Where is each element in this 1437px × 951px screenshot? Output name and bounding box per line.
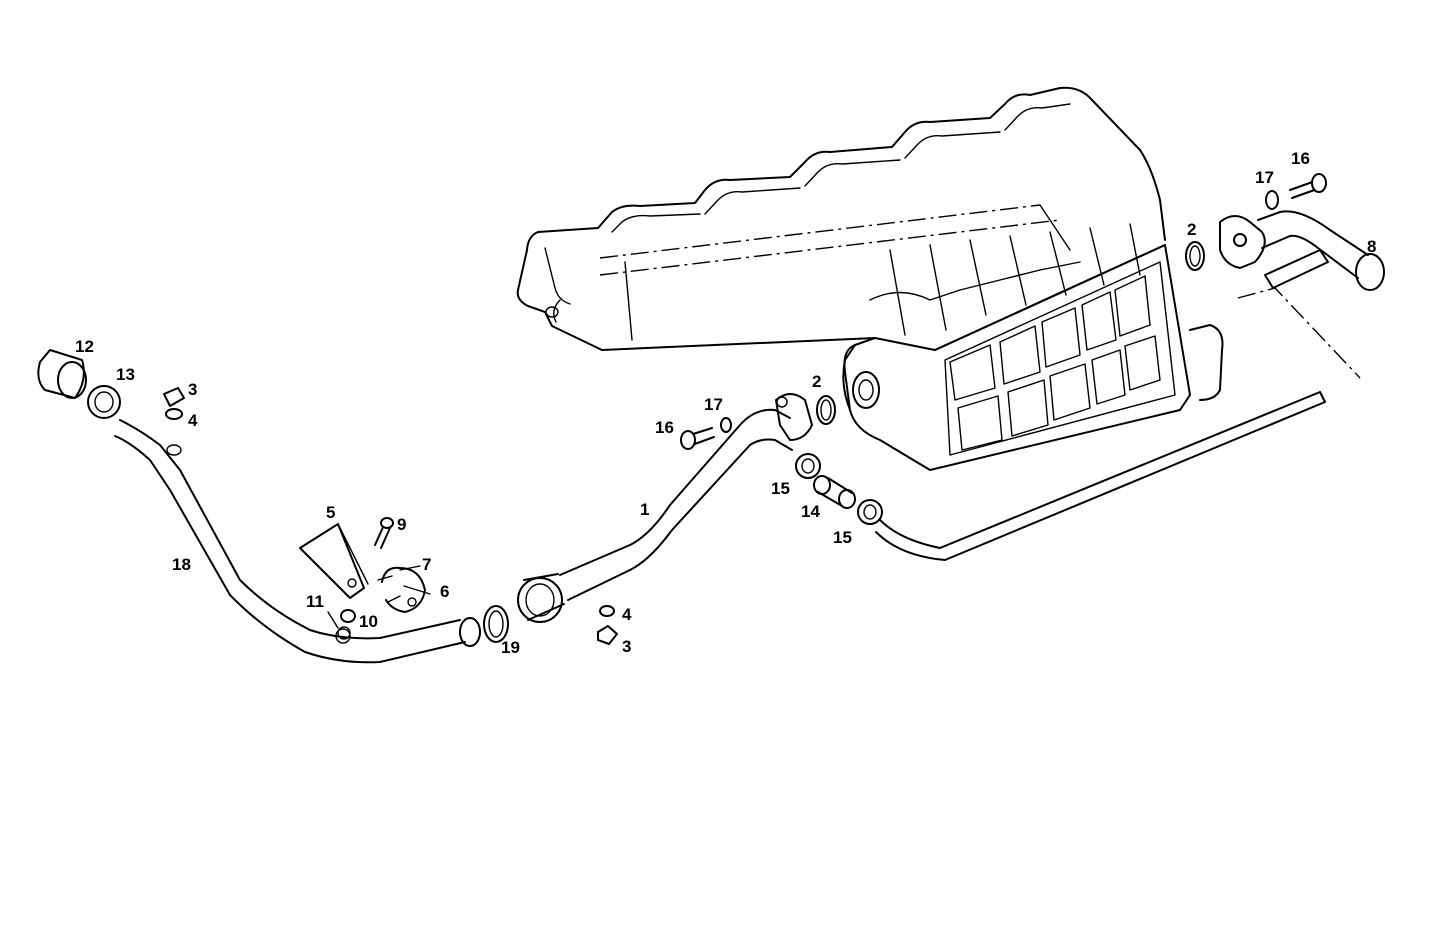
label-2-lower: 2	[812, 372, 821, 391]
part-1-pipe	[517, 393, 813, 623]
label-9: 9	[397, 515, 406, 534]
bolt-16-upper	[1289, 173, 1327, 199]
label-5: 5	[326, 503, 335, 522]
label-16-lower: 16	[655, 418, 674, 437]
label-3-upper: 3	[188, 380, 197, 399]
label-15-upper: 15	[771, 479, 790, 498]
hose-clamp-15-lower	[857, 499, 883, 525]
washer-17-upper	[1265, 190, 1279, 210]
o-ring-19	[483, 605, 509, 643]
plug-3-lower	[597, 625, 618, 645]
washer-17-lower	[720, 417, 732, 433]
label-16-upper: 16	[1291, 149, 1310, 168]
hose-clamp-15-upper	[795, 453, 821, 479]
label-18: 18	[172, 555, 191, 574]
label-1: 1	[640, 500, 649, 519]
label-13: 13	[116, 365, 135, 384]
label-11: 11	[306, 592, 324, 611]
bolt-9	[374, 517, 394, 549]
label-4-lower: 4	[622, 605, 632, 624]
label-17-lower: 17	[704, 395, 723, 414]
gasket-ring-2-lower	[816, 395, 836, 425]
bolt-16-lower	[680, 427, 715, 450]
washer-4-upper	[165, 408, 183, 420]
label-8: 8	[1367, 237, 1376, 256]
plug-3-upper	[163, 387, 185, 407]
return-pipe	[875, 391, 1326, 561]
label-4-upper: 4	[188, 411, 198, 430]
washer-4-lower	[599, 605, 615, 617]
label-2-upper: 2	[1187, 220, 1196, 239]
part-8-pipe	[1219, 210, 1385, 291]
bracket-5	[299, 523, 369, 599]
label-7: 7	[422, 555, 431, 574]
hose-12	[37, 349, 87, 399]
intake-manifold	[516, 86, 1224, 471]
label-17-upper: 17	[1255, 168, 1274, 187]
gasket-ring-2-upper	[1185, 241, 1205, 271]
label-10: 10	[359, 612, 378, 631]
callout-labels: 1 2 2 3 3 4 4 5 6 7 8 9 10 11 12 13 14 1…	[75, 149, 1376, 657]
part-18-pipe	[114, 419, 481, 664]
label-12: 12	[75, 337, 94, 356]
nut-10	[340, 609, 356, 623]
label-19: 19	[501, 638, 520, 657]
hose-14	[813, 475, 856, 509]
label-14: 14	[801, 502, 820, 521]
label-15-lower: 15	[833, 528, 852, 547]
hose-clamp-13	[87, 385, 121, 419]
label-3-lower: 3	[622, 637, 631, 656]
label-6: 6	[440, 582, 449, 601]
clamp-7	[377, 566, 426, 613]
